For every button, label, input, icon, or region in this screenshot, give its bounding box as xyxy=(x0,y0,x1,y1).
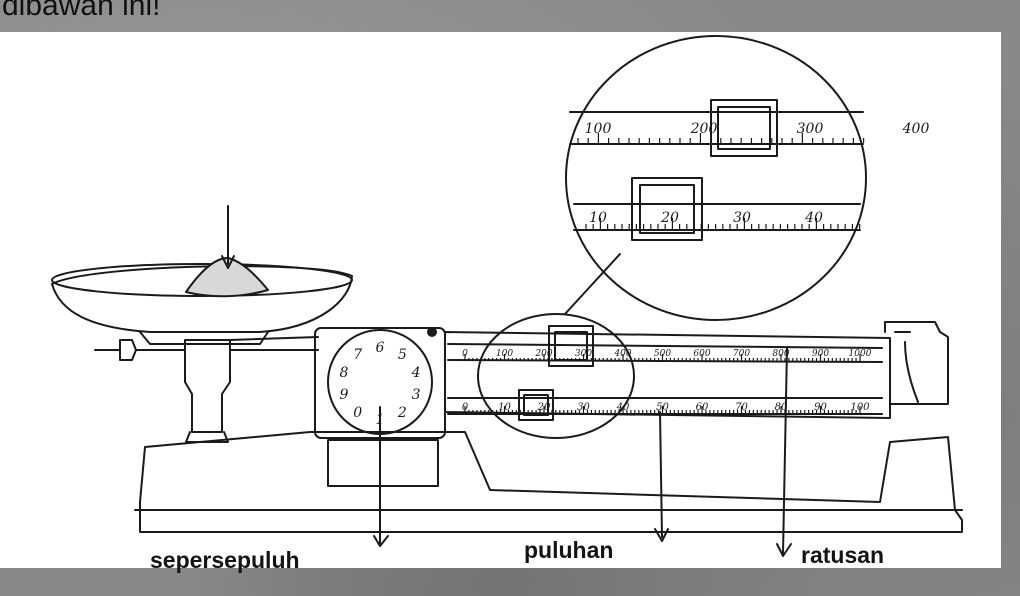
zoom-tens-tick-label: 30 xyxy=(733,210,751,226)
zoom-connector xyxy=(564,253,621,315)
hundreds-tick-label: 500 xyxy=(654,349,671,359)
hundreds-tick-label: 400 xyxy=(613,349,631,359)
tens-tick-label: 40 xyxy=(616,402,630,413)
label-hundreds: ratusan xyxy=(801,542,885,568)
tens-tick-label: 50 xyxy=(656,402,669,413)
base-window xyxy=(327,439,439,487)
zoom-hundreds-tick-label: 300 xyxy=(797,121,824,137)
dial-number: 6 xyxy=(376,340,385,356)
dial-number: 3 xyxy=(412,387,421,403)
pan-post xyxy=(184,339,231,433)
hundreds-tick-label: 100 xyxy=(496,349,513,359)
hundreds-tick-label: 700 xyxy=(733,349,750,359)
hundreds-tick-label: 300 xyxy=(575,349,592,359)
beams xyxy=(444,331,891,419)
tens-tick-label: 80 xyxy=(775,402,788,413)
dial-number: 4 xyxy=(411,365,421,381)
dial-number: 2 xyxy=(397,405,407,421)
tens-tick-label: 30 xyxy=(577,402,590,413)
hundreds-rider xyxy=(548,325,594,367)
tens-tick-label: 10 xyxy=(498,402,511,413)
zoom-hundreds-tick-label: 400 xyxy=(902,121,930,137)
tens-tick-label: 70 xyxy=(735,402,748,413)
hundreds-tick-label: 1000 xyxy=(849,349,872,359)
dial-number: 9 xyxy=(339,387,348,403)
zoom-tens-tick-label: 40 xyxy=(804,210,823,226)
zoom-hundreds-beam xyxy=(569,111,864,145)
dial-number: 0 xyxy=(353,405,362,421)
scale-ticks xyxy=(464,133,865,413)
tens-tick-label: 20 xyxy=(537,402,551,413)
tens-tick-label: 60 xyxy=(696,402,709,413)
tens-beam xyxy=(447,397,883,415)
zoom-detail-circle xyxy=(565,35,867,321)
zoom-hundreds-tick-label: 200 xyxy=(690,121,718,137)
zoom-hundreds-tick-label: 100 xyxy=(585,121,612,137)
zoom-tens-rider xyxy=(631,177,703,241)
zoom-tens-beam xyxy=(573,203,861,231)
hundreds-arrow xyxy=(776,347,792,557)
zoom-tens-tick-label: 10 xyxy=(589,210,607,226)
zoom-hundreds-rider xyxy=(710,99,778,157)
hundreds-tick-label: 200 xyxy=(534,349,552,359)
label-tenths: sepersepuluh xyxy=(150,547,300,573)
tens-tick-label: 90 xyxy=(814,402,827,413)
instruction-caption: dibawah ini! xyxy=(2,0,161,22)
tens-tick-label: 100 xyxy=(850,402,870,413)
dial-number: 1 xyxy=(376,412,385,428)
end-pointer-post xyxy=(884,321,949,405)
zoom-tens-tick-label: 20 xyxy=(660,210,679,226)
balance-base xyxy=(139,431,963,533)
hundreds-tick-label: 900 xyxy=(812,349,829,359)
tens-rider xyxy=(518,389,554,421)
hundreds-tick-label: 800 xyxy=(772,349,789,359)
zero-adjust-knob xyxy=(94,339,186,361)
sample-mound xyxy=(185,257,269,298)
dial-number: 7 xyxy=(353,347,362,363)
balance-pan xyxy=(51,265,353,333)
magnifier-ring xyxy=(477,313,635,439)
dial-number: 5 xyxy=(398,347,407,363)
hundreds-tick-label: 0 xyxy=(462,349,468,359)
hundreds-tick-label: 600 xyxy=(693,349,710,359)
beam-arm xyxy=(229,336,319,351)
dial-number: 8 xyxy=(339,365,348,381)
tenths-arrow xyxy=(373,406,389,547)
tens-arrow xyxy=(654,411,669,542)
label-tens: puluhan xyxy=(524,537,614,563)
tens-tick-label: 0 xyxy=(462,402,469,413)
